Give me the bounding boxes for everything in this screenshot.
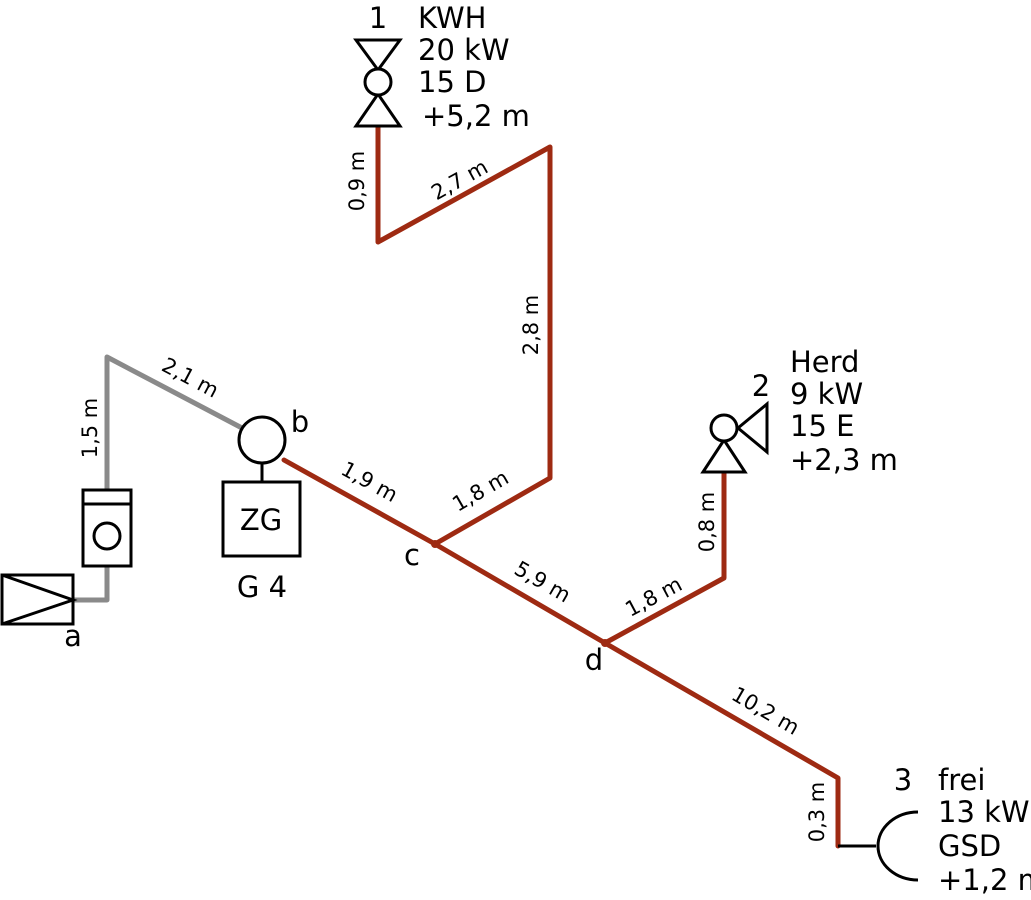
appliance-1-type: 15 D <box>418 65 486 99</box>
meter-size: G 4 <box>237 570 287 604</box>
segment-length-5-9: 5,9 m <box>510 556 574 607</box>
appliance-3-number: 3 <box>894 763 912 797</box>
appliance-1-height: +5,2 m <box>422 99 530 133</box>
appliance-1-name: KWH <box>418 1 486 35</box>
segment-length-0-3: 0,3 m <box>805 782 829 843</box>
segment-length-1-8-riser: 1,8 m <box>448 465 512 516</box>
pipe-d-to-herd <box>602 469 727 646</box>
appliance-3-symbol <box>838 810 919 882</box>
segment-length-1-9: 1,9 m <box>337 457 402 507</box>
main-shutoff-symbol <box>81 488 133 568</box>
node-a-label: a <box>64 619 82 653</box>
appliance-3-height: +1,2 m <box>938 863 1031 897</box>
junction-d-dot <box>601 639 609 647</box>
segment-length-10-2: 10,2 m <box>728 682 804 740</box>
gas-meter-symbol <box>221 415 302 558</box>
segment-length-1-5: 1,5 m <box>78 398 102 459</box>
appliance-1-symbol <box>353 38 403 128</box>
segment-length-2-8: 2,8 m <box>519 295 543 356</box>
segment-length-2-1: 2,1 m <box>158 353 223 403</box>
supply-pipe-house-connection <box>70 563 110 603</box>
pipe-c-to-kwh <box>375 123 553 547</box>
appliance-1-power: 20 kW <box>418 33 510 67</box>
appliance-2-symbol <box>700 400 769 474</box>
appliance-2-type: 15 E <box>790 409 854 443</box>
house-connection-symbol <box>0 573 78 626</box>
node-c-label: c <box>404 538 420 572</box>
appliance-3-type: GSD <box>938 829 1001 863</box>
junction-c-dot <box>431 540 439 548</box>
appliance-2-name: Herd <box>790 345 859 379</box>
appliance-2-number: 2 <box>752 369 770 403</box>
node-d-label: d <box>585 643 603 677</box>
appliance-1-number: 1 <box>369 1 387 35</box>
appliance-3-name: frei <box>938 763 985 797</box>
segment-length-0-9: 0,9 m <box>345 151 369 212</box>
meter-label: ZG <box>240 503 282 537</box>
appliance-2-power: 9 kW <box>790 377 863 411</box>
pipe-d-to-frei <box>602 640 841 849</box>
appliance-2-height: +2,3 m <box>790 443 898 477</box>
appliance-3-power: 13 kW <box>938 795 1030 829</box>
node-b-label: b <box>291 405 309 439</box>
pipe-b-to-d <box>281 457 608 646</box>
supply-pipe-to-meter <box>104 354 245 493</box>
segment-length-0-8: 0,8 m <box>695 492 719 553</box>
